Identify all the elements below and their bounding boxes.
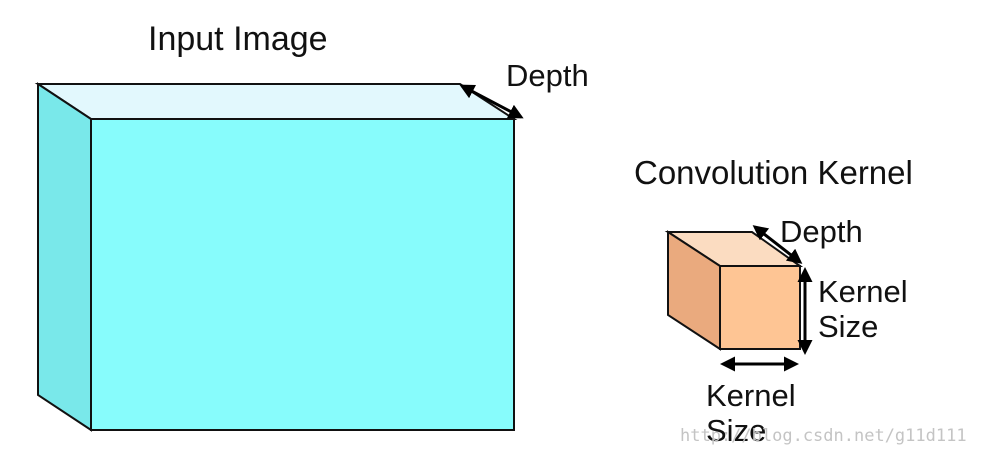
kernel-size-right-line2: Size [818, 309, 878, 344]
input-depth-arrow [459, 84, 524, 119]
kernel-size-right-line1: Kernel [818, 274, 908, 309]
kernel-size-bottom-line1: Kernel [706, 378, 796, 413]
kernel-title: Convolution Kernel [634, 154, 913, 191]
kernel-depth-label: Depth [780, 214, 863, 249]
input-image-front-face [90, 118, 515, 431]
input-image-side-face [37, 82, 92, 432]
kernel-block [664, 230, 804, 351]
kernel-front-face [719, 265, 801, 350]
watermark-text: http://blog.csdn.net/g11d111 [680, 426, 967, 446]
input-image-title: Input Image [148, 20, 328, 58]
kernel-size-bottom-line2: Size [706, 413, 766, 448]
input-image-block [34, 82, 518, 432]
kernel-depth-arrow [752, 225, 803, 264]
input-depth-label: Depth [506, 58, 589, 93]
input-image-top-face [34, 83, 518, 120]
